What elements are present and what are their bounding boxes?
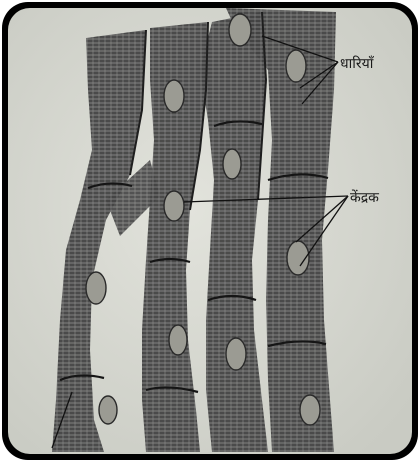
nucleus-6 xyxy=(223,149,241,179)
nucleus-4 xyxy=(164,191,184,221)
label-striations: धारियाँ xyxy=(340,54,373,73)
label-nucleus: केंद्रक xyxy=(350,188,379,207)
nucleus-11 xyxy=(300,395,320,425)
nucleus-8 xyxy=(229,14,251,46)
nucleus-1 xyxy=(86,272,106,304)
nucleus-5 xyxy=(169,325,187,355)
nucleus-3 xyxy=(164,80,184,112)
nucleus-9 xyxy=(286,50,306,82)
nucleus-7 xyxy=(226,338,246,370)
nucleus-2 xyxy=(99,396,117,424)
